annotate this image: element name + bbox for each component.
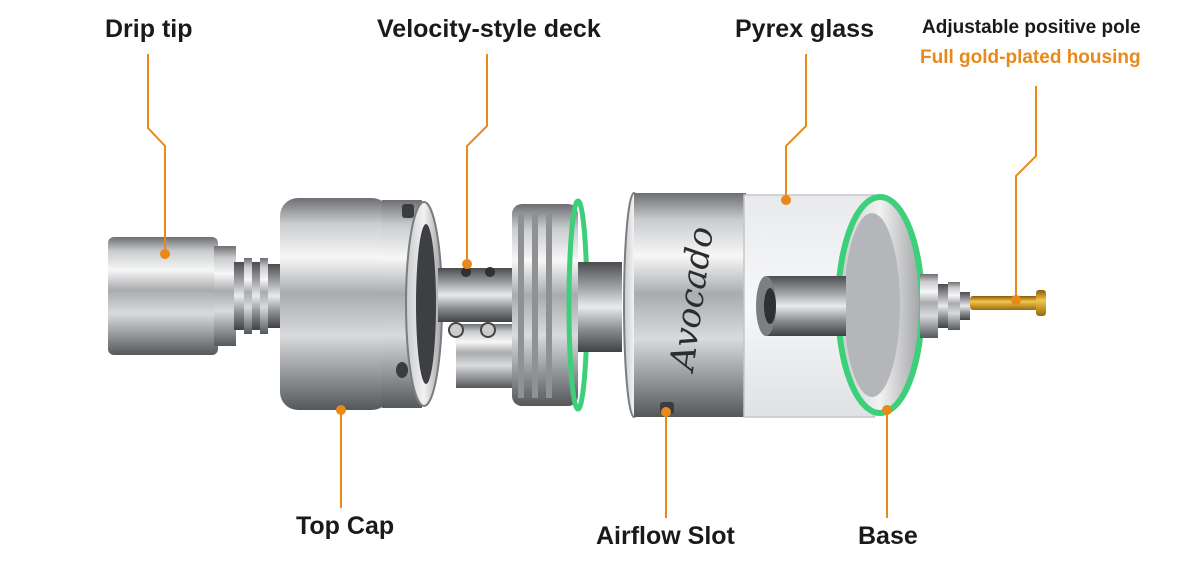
leader-lines	[147, 54, 1037, 518]
pyrex-glass-label: Pyrex glass	[735, 15, 874, 43]
leader-pyrex-glass	[785, 54, 807, 200]
deck-ring-part	[512, 198, 622, 412]
gold-housing-label: Full gold-plated housing	[920, 47, 1141, 68]
positive-pole-label: Adjustable positive pole	[922, 17, 1141, 38]
base-part	[756, 194, 1046, 416]
tank-body-part: Avocado	[623, 192, 746, 418]
velocity-deck-label: Velocity-style deck	[377, 15, 601, 43]
airflow-slot-label: Airflow Slot	[596, 522, 735, 550]
leader-positive-pole	[1015, 86, 1037, 300]
leader-drip-tip	[147, 54, 166, 254]
leader-dots	[160, 195, 1021, 417]
leader-velocity-deck	[466, 54, 488, 264]
base-label: Base	[858, 522, 918, 550]
top-cap-label: Top Cap	[296, 512, 395, 540]
top-cap-part	[280, 198, 443, 410]
drip-tip-part	[108, 237, 282, 355]
velocity-deck-part	[438, 267, 514, 388]
drip-tip-label: Drip tip	[105, 15, 193, 43]
